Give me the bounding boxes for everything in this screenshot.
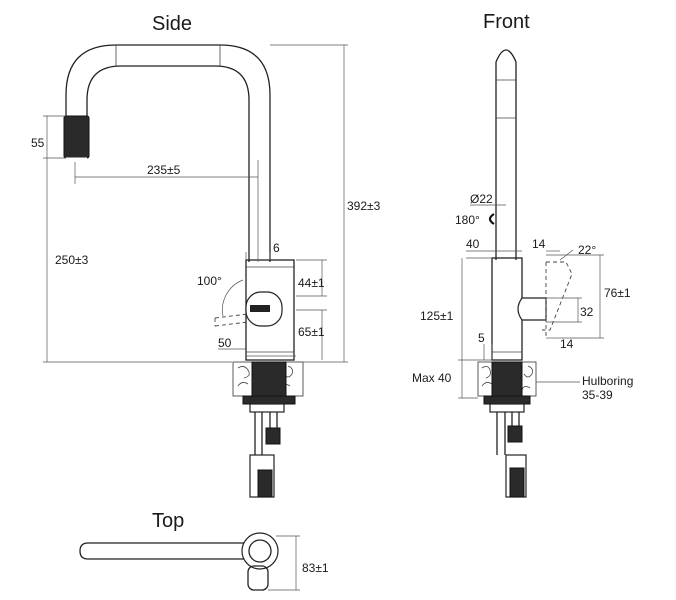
side-dim-55: 55 xyxy=(31,136,45,150)
side-dim-65: 65±1 xyxy=(298,325,325,339)
side-spray-head xyxy=(63,115,90,159)
top-view: 83±1 xyxy=(79,532,329,591)
front-dim-32: 32 xyxy=(580,305,594,319)
side-mount-nut xyxy=(242,395,296,405)
side-dim-100deg: 100° xyxy=(197,274,222,288)
side-dim-6: 6 xyxy=(273,241,280,255)
front-dim-5: 5 xyxy=(478,331,485,345)
front-mount-shank xyxy=(491,361,523,397)
front-dim-76: 76±1 xyxy=(604,286,631,300)
front-dim-22deg: 22° xyxy=(578,243,596,257)
front-view-title: Front xyxy=(483,11,530,33)
side-spout-pipe-inner xyxy=(86,65,250,262)
front-label-hulboring: Hulboring xyxy=(582,374,633,388)
top-spout xyxy=(79,542,257,560)
side-dim-50: 50 xyxy=(218,336,232,350)
front-view: Ø22 180° 40 14 22° 76±1 125±1 32 14 5 Ma… xyxy=(412,49,633,498)
side-view: 55 235±5 392±3 250±3 6 100° 44±1 65±1 50 xyxy=(31,44,381,498)
top-view-title: Top xyxy=(152,510,184,532)
front-label-hul-range: 35-39 xyxy=(582,388,613,402)
front-dim-rot180: 180° xyxy=(455,213,480,227)
side-dim-392: 392±3 xyxy=(347,199,381,213)
side-dim-44: 44±1 xyxy=(298,276,325,290)
front-dim-14-bottom: 14 xyxy=(560,337,574,351)
front-dim-40: 40 xyxy=(466,237,480,251)
front-lever xyxy=(517,297,547,321)
top-lever xyxy=(247,565,269,591)
front-spout xyxy=(495,49,517,260)
top-body xyxy=(241,532,279,570)
side-spout-pipe-outer xyxy=(65,44,271,262)
front-dim-14-top: 14 xyxy=(532,237,546,251)
side-view-title: Side xyxy=(152,13,192,35)
front-dim-125: 125±1 xyxy=(420,309,454,323)
side-dim-250: 250±3 xyxy=(55,253,89,267)
top-dim-83: 83±1 xyxy=(302,561,329,575)
front-dim-dia22: Ø22 xyxy=(470,192,493,206)
side-dim-235: 235±5 xyxy=(147,163,181,177)
side-mount-shank xyxy=(251,361,287,397)
front-dim-max40: Max 40 xyxy=(412,371,452,385)
front-mount-nut xyxy=(483,395,531,405)
